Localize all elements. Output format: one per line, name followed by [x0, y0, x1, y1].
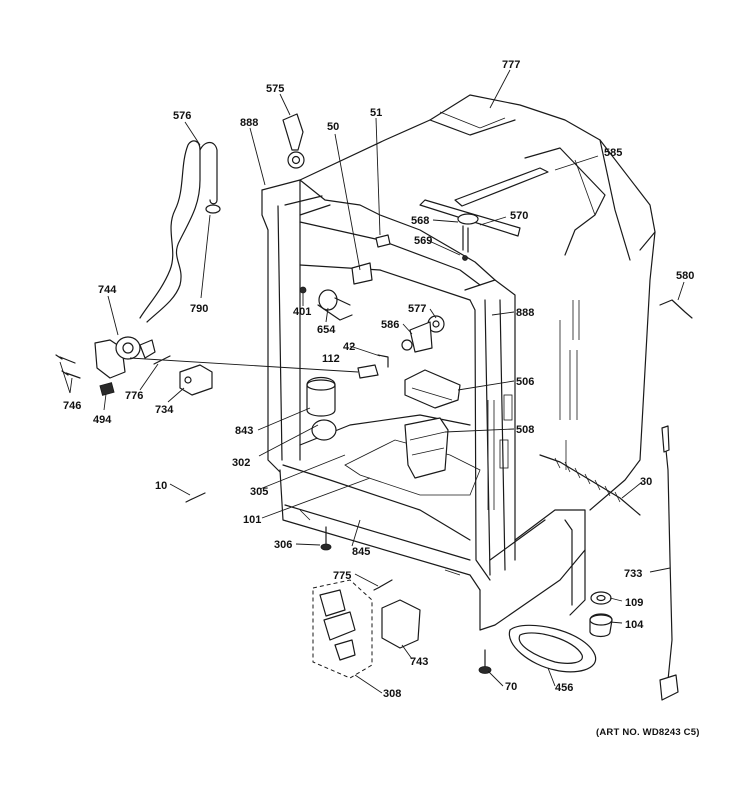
inlet-hose-part: [139, 140, 221, 323]
callout-401: 401: [293, 306, 311, 318]
upper-arm-585: [454, 167, 549, 207]
callout-305: 305: [250, 486, 268, 498]
part-112: [357, 364, 379, 379]
callout-575: 575: [266, 83, 284, 95]
callout-734: 734: [155, 404, 174, 416]
leader-lines: [59, 69, 685, 694]
callout-576: 576: [173, 110, 191, 122]
callout-42: 42: [343, 341, 355, 353]
clip-580: [659, 299, 693, 319]
part-109: [590, 591, 612, 605]
bracket-308-parts: [319, 589, 356, 661]
callout-308: 308: [383, 688, 401, 700]
callout-654: 654: [317, 324, 336, 336]
switch-734: [179, 364, 213, 396]
part-577: [427, 315, 445, 333]
callout-302: 302: [232, 457, 250, 469]
spray-arm-part: [419, 199, 521, 261]
callout-10: 10: [155, 480, 167, 492]
callout-776: 776: [125, 390, 143, 402]
foot-70: [478, 649, 492, 674]
callout-456: 456: [555, 682, 573, 694]
callout-775: 775: [333, 570, 351, 582]
tub-assembly: [261, 94, 656, 631]
foot-306: [320, 526, 332, 551]
motor-843: [306, 376, 336, 417]
callout-494: 494: [93, 414, 112, 426]
part-302: [311, 419, 337, 441]
callout-70: 70: [505, 681, 517, 693]
callout-744: 744: [98, 284, 117, 296]
clip-494: [99, 382, 115, 396]
callout-51: 51: [370, 107, 382, 119]
callout-585: 585: [604, 147, 622, 159]
callout-843: 843: [235, 425, 253, 437]
screw-775: [373, 579, 393, 591]
callout-733: 733: [624, 568, 642, 580]
screws-746: [55, 354, 81, 379]
callout-743: 743: [410, 656, 428, 668]
callout-586: 586: [381, 319, 399, 331]
filter-basket-508: [404, 417, 449, 479]
water-valve-part: [94, 336, 156, 379]
part-586: [401, 321, 433, 353]
ring-456: [508, 624, 597, 673]
callout-570: 570: [510, 210, 528, 222]
callout-777: 777: [502, 59, 520, 71]
callout-104: 104: [625, 619, 644, 631]
callout-845: 845: [352, 546, 370, 558]
callout-50: 50: [327, 121, 339, 133]
dispenser-506: [404, 369, 461, 409]
bracket-50: [351, 262, 373, 285]
callout-506: 506: [516, 376, 534, 388]
box-743: [381, 599, 421, 649]
callout-112: 112: [322, 353, 340, 365]
cable-733: [659, 425, 679, 701]
art-number: (ART NO. WD8243 C5): [596, 727, 700, 738]
callout-790: 790: [190, 303, 208, 315]
bracket-51: [375, 234, 391, 248]
callout-30: 30: [640, 476, 652, 488]
callout-101: 101: [243, 514, 261, 526]
part-401: [299, 286, 307, 294]
callout-labels: 777 575 576 888 50 51 585 568 570 569 58…: [63, 59, 694, 700]
screw-776: [153, 355, 171, 365]
part-654: [317, 289, 353, 321]
callout-746: 746: [63, 400, 81, 412]
bracket-group-308: [312, 579, 373, 679]
spring-30: [539, 454, 641, 516]
screw-10: [185, 492, 206, 503]
callout-306: 306: [274, 539, 292, 551]
callout-569: 569: [414, 235, 432, 247]
callout-888-top: 888: [240, 117, 258, 129]
part-104: [589, 613, 613, 638]
callout-568: 568: [411, 215, 429, 227]
callout-577: 577: [408, 303, 426, 315]
callout-580: 580: [676, 270, 694, 282]
callout-109: 109: [625, 597, 643, 609]
screw-42: [377, 354, 389, 368]
vent-part: [282, 113, 305, 169]
callout-508: 508: [516, 424, 534, 436]
callout-888-right: 888: [516, 307, 534, 319]
